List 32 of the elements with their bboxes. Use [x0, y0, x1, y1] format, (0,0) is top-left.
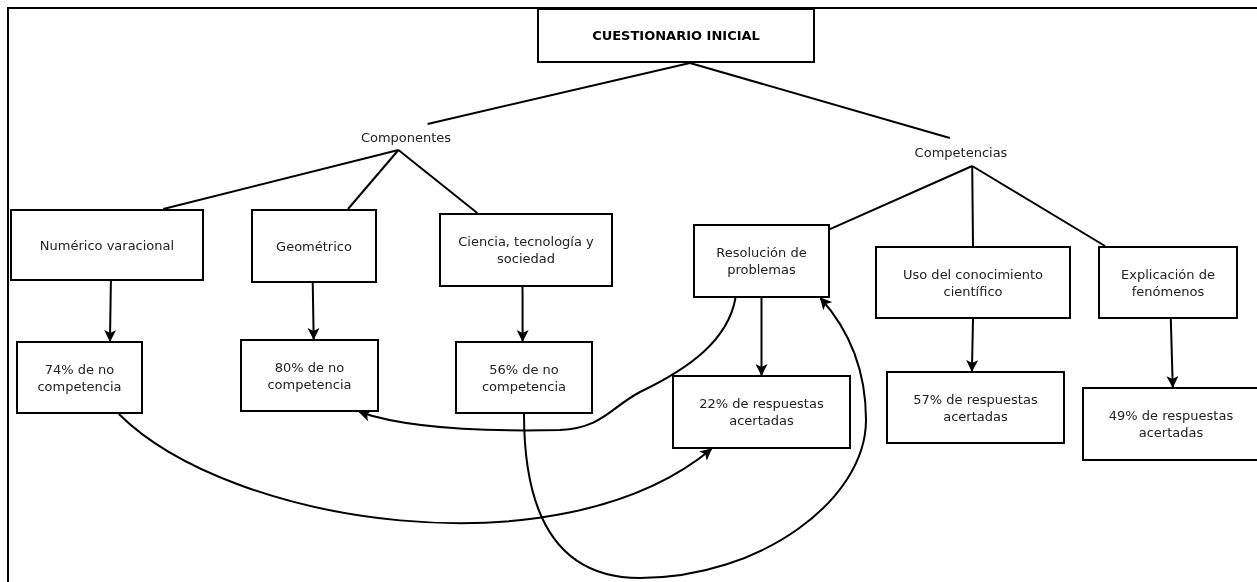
connector-line	[971, 165, 974, 247]
arrow	[307, 282, 320, 340]
concept-box: Uso del conocimiento científico	[875, 246, 1071, 319]
concept-box: Geométrico	[251, 209, 377, 283]
concept-box: Explicación de fenómenos	[1098, 246, 1238, 319]
connector-line	[397, 149, 479, 214]
arrow	[755, 297, 768, 376]
title-box: CUESTIONARIO INICIAL	[537, 8, 815, 63]
connector-line	[829, 165, 974, 231]
arrow	[117, 413, 713, 525]
category-label: Competencias	[905, 138, 1017, 166]
concept-box: 56% de no competencia	[455, 341, 593, 414]
arrow	[1166, 318, 1179, 388]
concept-box: 49% de respuestas acertadas	[1082, 387, 1257, 461]
connector-line	[688, 62, 951, 139]
concept-box: Ciencia, tecnología y sociedad	[439, 213, 613, 287]
concept-box: Resolución de problemas	[693, 224, 830, 298]
concept-box: 80% de no competencia	[240, 339, 379, 412]
category-label: Componentes	[352, 124, 460, 150]
concept-box: 74% de no competencia	[16, 341, 143, 414]
arrow	[104, 280, 117, 342]
connector-line	[162, 149, 400, 210]
connector-line	[426, 62, 691, 125]
concept-box: Numérico varacional	[10, 209, 204, 281]
connector-line	[347, 149, 400, 210]
concept-box: 57% de respuestas acertadas	[886, 371, 1065, 444]
concept-box: 22% de respuestas acertadas	[672, 375, 851, 449]
arrow	[516, 286, 529, 342]
arrow	[966, 318, 979, 372]
arrow	[523, 297, 867, 579]
connector-line	[971, 165, 1106, 247]
arrow	[358, 297, 737, 432]
